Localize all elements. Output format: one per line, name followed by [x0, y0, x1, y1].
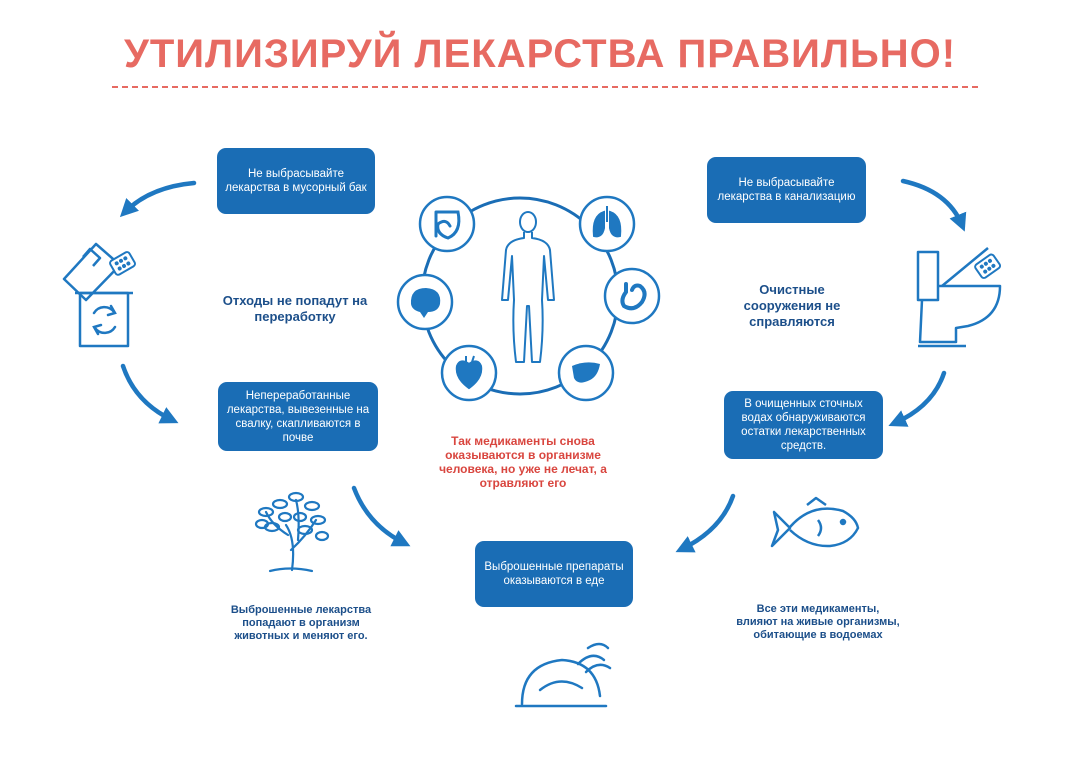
lungs-icon	[592, 206, 622, 238]
title-divider	[112, 86, 978, 88]
box-water: В очищенных сточных водах обнаруживаются…	[724, 391, 883, 459]
label-animals: Выброшенные лекарства попадают в организ…	[230, 604, 372, 642]
liver-icon	[572, 362, 600, 383]
label-recycle: Отходы не попадут на переработку	[222, 293, 368, 324]
label-treatment: Очистные сооружения не справляются	[743, 282, 841, 329]
intestine-icon	[434, 210, 461, 240]
arrow-sewer-to-toilet	[900, 178, 967, 232]
stomach-icon	[620, 282, 647, 311]
center-warning: Так медикаменты снова оказываются в орга…	[439, 434, 607, 490]
box-food: Выброшенные препараты оказываются в еде	[475, 541, 633, 607]
tree-icon	[254, 491, 330, 573]
cooked-food-icon	[514, 642, 612, 708]
arrow-toilet-to-water	[888, 370, 947, 427]
arrow-bin-to-soil	[120, 363, 179, 424]
fish-icon	[770, 496, 860, 548]
box-trash: Не выбрасывайте лекарства в мусорный бак	[217, 148, 375, 214]
pill-blister-icon	[974, 253, 1002, 279]
flow-arrows	[119, 178, 967, 553]
arrow-water-to-food	[675, 493, 736, 553]
arrow-trash-to-bin	[119, 180, 197, 218]
toilet-icon	[916, 247, 1002, 348]
label-organisms: Все эти медикаменты, влияют на живые орг…	[736, 603, 900, 641]
page-title: УТИЛИЗИРУЙ ЛЕКАРСТВА ПРАВИЛЬНО!	[123, 32, 957, 76]
brain-icon	[410, 288, 441, 318]
box-soil: Непереработанные лекарства, вывезенные н…	[218, 382, 378, 451]
heart-icon	[455, 355, 483, 390]
recycle-icon	[92, 304, 117, 336]
organ-icons	[396, 195, 661, 402]
box-sewer: Не выбрасывайте лекарства в канализацию	[707, 157, 866, 223]
arrow-soil-to-food	[351, 485, 411, 547]
pill-blister-icon	[109, 251, 136, 276]
human-body-icon	[501, 211, 555, 363]
